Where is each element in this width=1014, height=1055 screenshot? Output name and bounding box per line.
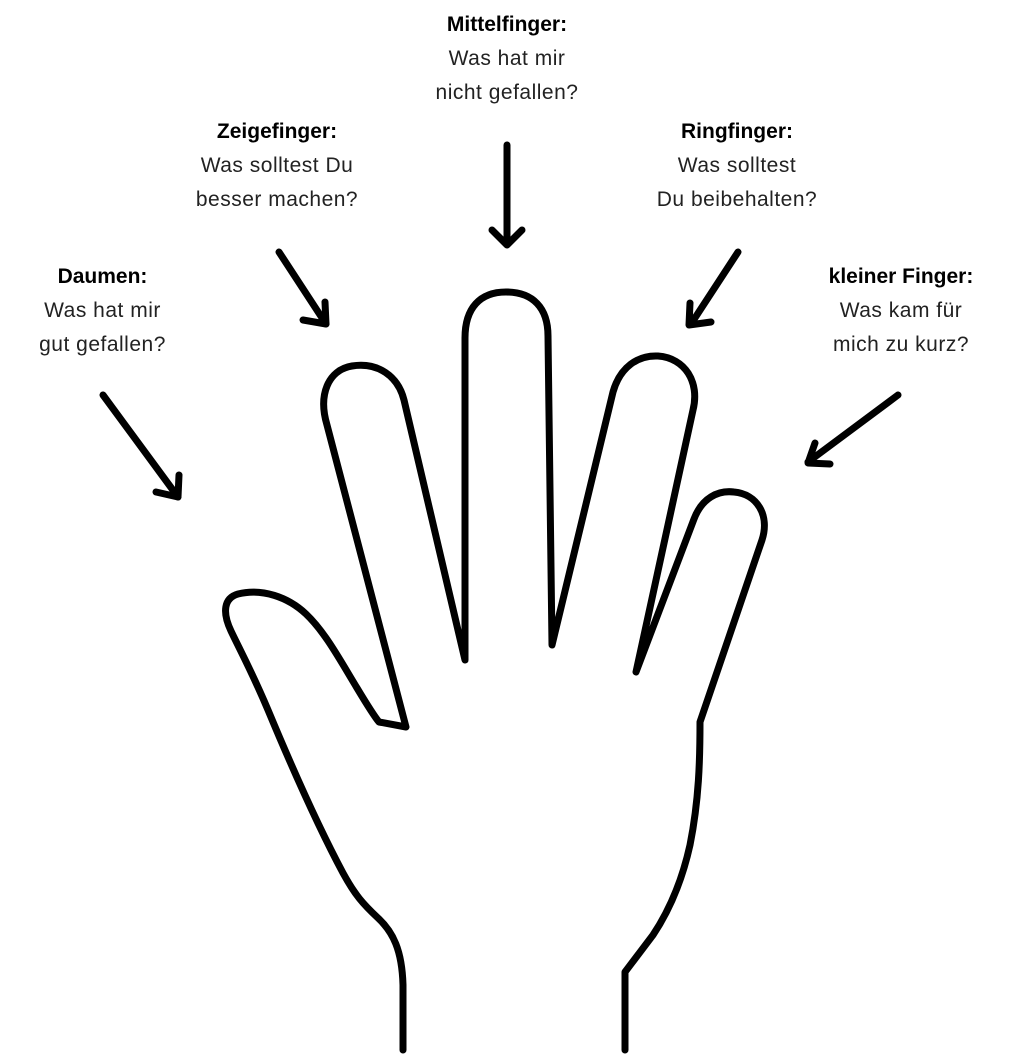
label-mittelfinger: Mittelfinger: Was hat mir nicht gefallen… <box>407 8 607 110</box>
arrow-kleiner-finger-head <box>804 439 834 468</box>
arrow-zeigefinger-shaft <box>275 248 330 328</box>
arrow-zeigefinger <box>275 248 330 328</box>
arrow-daumen-shaft <box>99 391 182 501</box>
label-kleiner-finger: kleiner Finger: Was kam für mich zu kurz… <box>796 260 1006 362</box>
label-ringfinger: Ringfinger: Was solltest Du beibehalten? <box>627 115 847 217</box>
label-mittelfinger-question-line2: nicht gefallen? <box>435 81 579 104</box>
arrow-zeigefinger-head <box>299 298 330 328</box>
label-kleiner-finger-question-line2: mich zu kurz? <box>832 333 970 356</box>
label-zeigefinger-title: Zeigefinger: <box>216 120 338 143</box>
label-mittelfinger-title: Mittelfinger: <box>446 13 568 36</box>
arrow-mittelfinger <box>488 141 526 249</box>
label-daumen-title: Daumen: <box>57 265 148 288</box>
label-ringfinger-question-line2: Du beibehalten? <box>656 188 818 211</box>
label-daumen-question-line1: Was hat mir <box>44 299 161 322</box>
hand-outline <box>222 288 768 1054</box>
arrow-kleiner-finger-shaft <box>804 391 902 466</box>
arrow-ringfinger-shaft <box>687 248 742 328</box>
label-zeigefinger-question-line1: Was solltest Du <box>200 154 354 177</box>
label-zeigefinger-question-line2: besser machen? <box>195 188 359 211</box>
label-kleiner-finger-question-line1: Was kam für <box>839 299 963 322</box>
label-ringfinger-question-line1: Was solltest <box>677 154 797 177</box>
label-mittelfinger-question-line1: Was hat mir <box>448 47 566 70</box>
label-kleiner-finger-title: kleiner Finger: <box>828 265 974 288</box>
label-ringfinger-title: Ringfinger: <box>681 120 793 143</box>
arrow-ringfinger-head <box>685 299 715 329</box>
arrow-daumen <box>99 391 183 501</box>
arrow-ringfinger <box>685 248 742 329</box>
label-daumen: Daumen: Was hat mir gut gefallen? <box>10 260 195 362</box>
arrow-daumen-head <box>152 471 183 501</box>
arrow-kleiner-finger <box>804 391 902 468</box>
arrow-mittelfinger-head <box>488 226 526 249</box>
label-daumen-question-line2: gut gefallen? <box>39 333 166 356</box>
label-zeigefinger: Zeigefinger: Was solltest Du besser mach… <box>172 115 382 217</box>
